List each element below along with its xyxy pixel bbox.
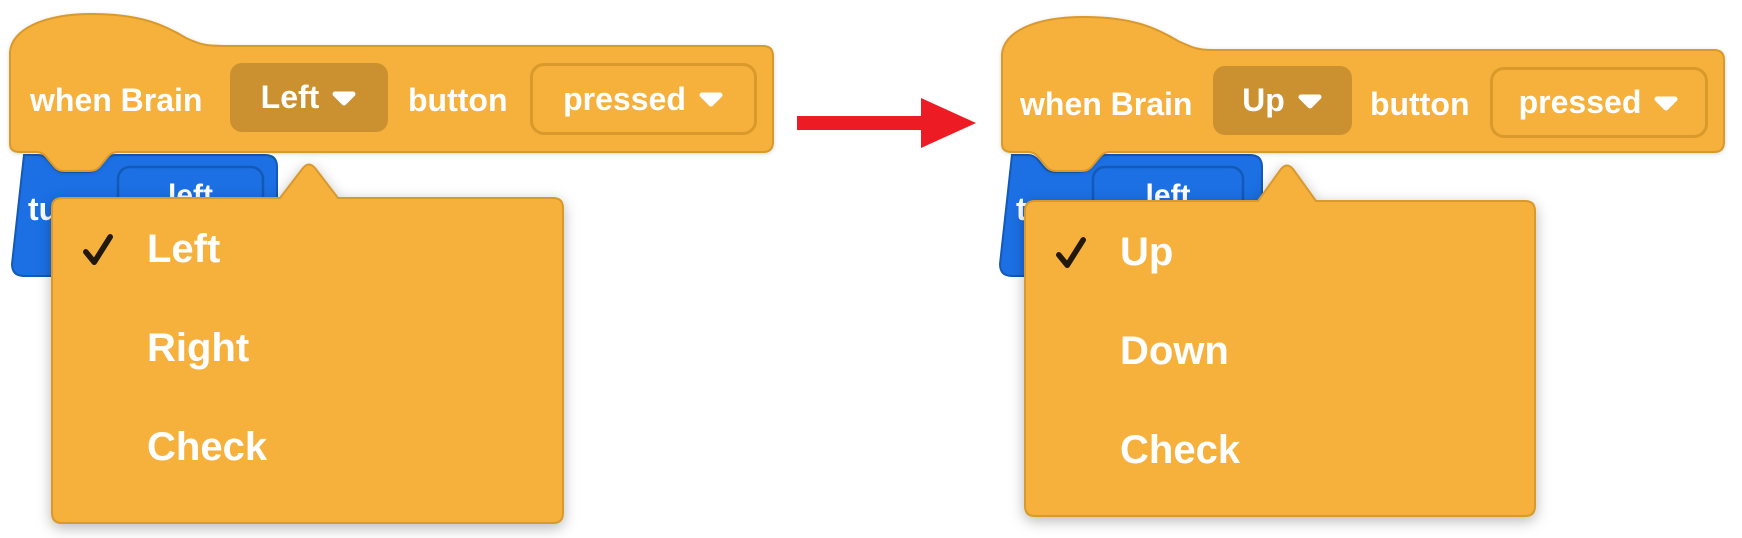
- dropdown-caret-icon: [332, 91, 356, 105]
- checkmark-icon: [83, 233, 113, 265]
- brain-button-dropdown-value: Up: [1242, 82, 1285, 118]
- menu-item-label: Down: [1120, 329, 1229, 373]
- menu-item-label: Check: [1120, 428, 1241, 472]
- dropdown-caret-icon: [1654, 96, 1678, 110]
- brain-button-dropdown[interactable]: Up: [1213, 66, 1352, 135]
- check-slot-empty: [83, 332, 113, 366]
- check-slot-empty: [1056, 335, 1086, 369]
- menu-item-right[interactable]: Right: [55, 299, 560, 398]
- menu-item-up[interactable]: Up: [1028, 203, 1532, 302]
- when-brain-label: when Brain: [30, 82, 203, 118]
- right-arrow-icon: [797, 98, 976, 148]
- button-state-dropdown[interactable]: pressed: [1490, 67, 1708, 138]
- when-brain-label: when Brain: [1020, 86, 1193, 122]
- menu-item-label: Check: [147, 425, 268, 469]
- when-brain-hat-block-shape[interactable]: [9, 12, 774, 172]
- button-label: button: [408, 82, 508, 118]
- button-label: button: [1370, 86, 1470, 122]
- brain-button-dropdown[interactable]: Left: [230, 63, 388, 132]
- menu-item-label: Left: [147, 227, 221, 271]
- menu-item-check[interactable]: Check: [1028, 401, 1532, 500]
- check-slot-empty: [1056, 434, 1086, 468]
- when-brain-hat-block-shape[interactable]: [1001, 15, 1725, 172]
- button-state-dropdown-value: pressed: [1518, 84, 1642, 120]
- menu-item-label: Up: [1120, 230, 1174, 274]
- dropdown-caret-icon: [1298, 94, 1322, 108]
- menu-item-down[interactable]: Down: [1028, 302, 1532, 401]
- checkmark-icon: [1056, 236, 1086, 268]
- button-state-dropdown[interactable]: pressed: [530, 63, 757, 135]
- menu-item-left[interactable]: Left: [55, 200, 560, 299]
- button-state-dropdown-value: pressed: [563, 80, 686, 117]
- dropdown-caret-icon: [699, 92, 723, 107]
- menu-item-label: Right: [147, 326, 250, 370]
- menu-item-check[interactable]: Check: [55, 398, 560, 497]
- check-slot-empty: [83, 431, 113, 465]
- brain-button-dropdown-value: Left: [260, 79, 320, 115]
